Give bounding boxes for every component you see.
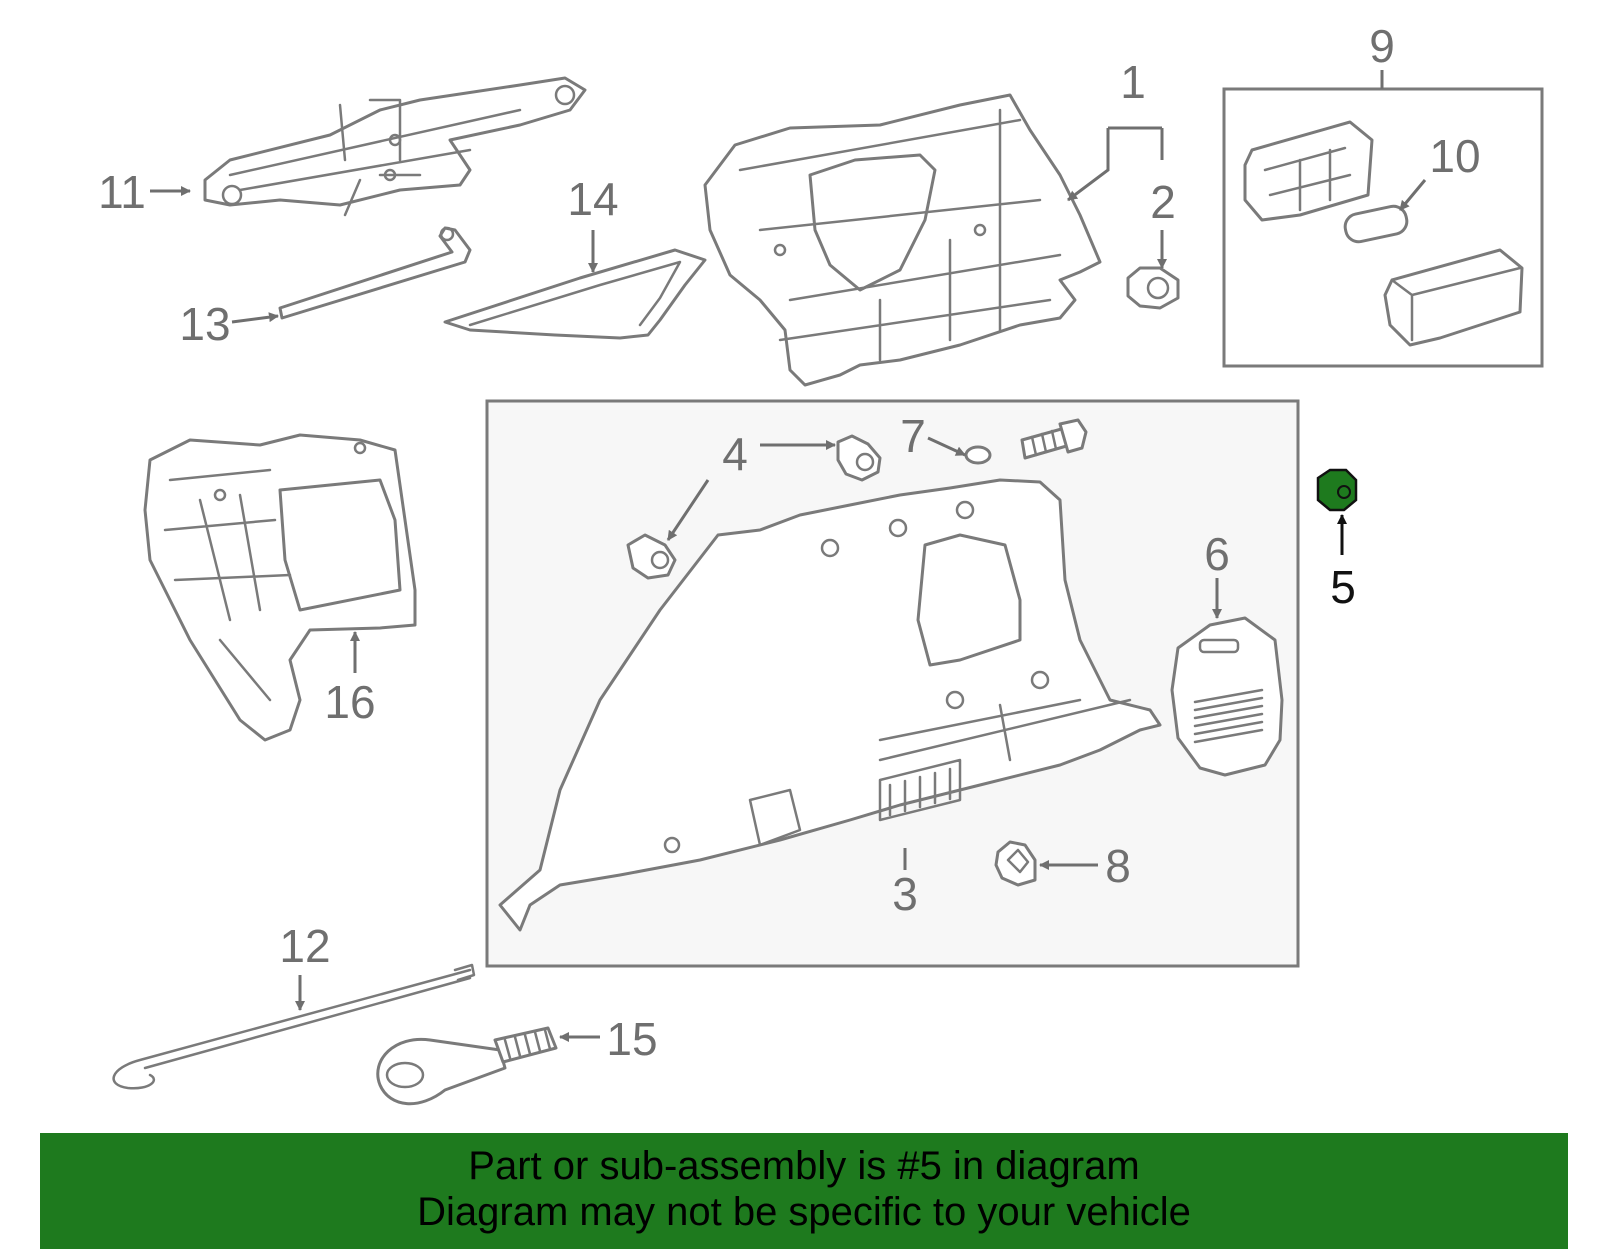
part-10-bulb[interactable] [1343, 204, 1409, 244]
callout-3[interactable]: 3 [892, 868, 918, 920]
part-3-panel[interactable] [498, 478, 1162, 932]
callout-5-selected[interactable]: 5 [1330, 561, 1356, 613]
part-4-clip-lower[interactable] [626, 533, 677, 580]
info-banner: Part or sub-assembly is #5 in diagram Di… [40, 1133, 1568, 1249]
banner-line-part: Part or sub-assembly is #5 in diagram [468, 1144, 1140, 1188]
part-7-bolt[interactable] [1020, 418, 1088, 460]
callout-15[interactable]: 15 [606, 1013, 657, 1065]
callout-14[interactable]: 14 [567, 173, 618, 225]
part-7-washer[interactable] [964, 445, 992, 465]
callout-12[interactable]: 12 [279, 920, 330, 972]
callout-7[interactable]: 7 [900, 410, 926, 462]
banner-line-disclaimer: Diagram may not be specific to your vehi… [417, 1190, 1191, 1234]
part-9-lamp[interactable] [1243, 120, 1524, 347]
part-5-clip-selected[interactable] [1316, 468, 1358, 512]
callout-1[interactable]: 1 [1120, 56, 1146, 108]
part-4-clip-upper[interactable] [836, 434, 882, 482]
callout-6[interactable]: 6 [1204, 528, 1230, 580]
part-8-clip[interactable] [994, 840, 1037, 887]
callout-8[interactable]: 8 [1105, 840, 1131, 892]
callout-11[interactable]: 11 [98, 166, 146, 218]
callout-4[interactable]: 4 [722, 428, 748, 480]
callout-16[interactable]: 16 [324, 676, 375, 728]
callout-9[interactable]: 9 [1369, 20, 1395, 72]
callout-10[interactable]: 10 [1429, 130, 1480, 182]
callout-labels: 1 2 3 4 5 6 7 8 9 10 11 12 13 14 15 16 [98, 20, 1480, 1065]
part-15-tow-eye[interactable] [376, 1026, 558, 1106]
part-13-rod[interactable] [278, 226, 472, 320]
callout-2[interactable]: 2 [1150, 176, 1176, 228]
part-12-hook[interactable] [112, 963, 476, 1090]
part-1-panel[interactable] [703, 93, 1102, 387]
part-16-bracket[interactable] [143, 433, 417, 742]
part-6-cover[interactable] [1170, 616, 1284, 777]
callout-13[interactable]: 13 [179, 298, 230, 350]
leader-lines [150, 70, 1427, 1042]
part-2-clip[interactable] [1126, 266, 1180, 310]
part-14-trim[interactable] [443, 248, 707, 340]
part-11-jack[interactable] [203, 76, 587, 217]
